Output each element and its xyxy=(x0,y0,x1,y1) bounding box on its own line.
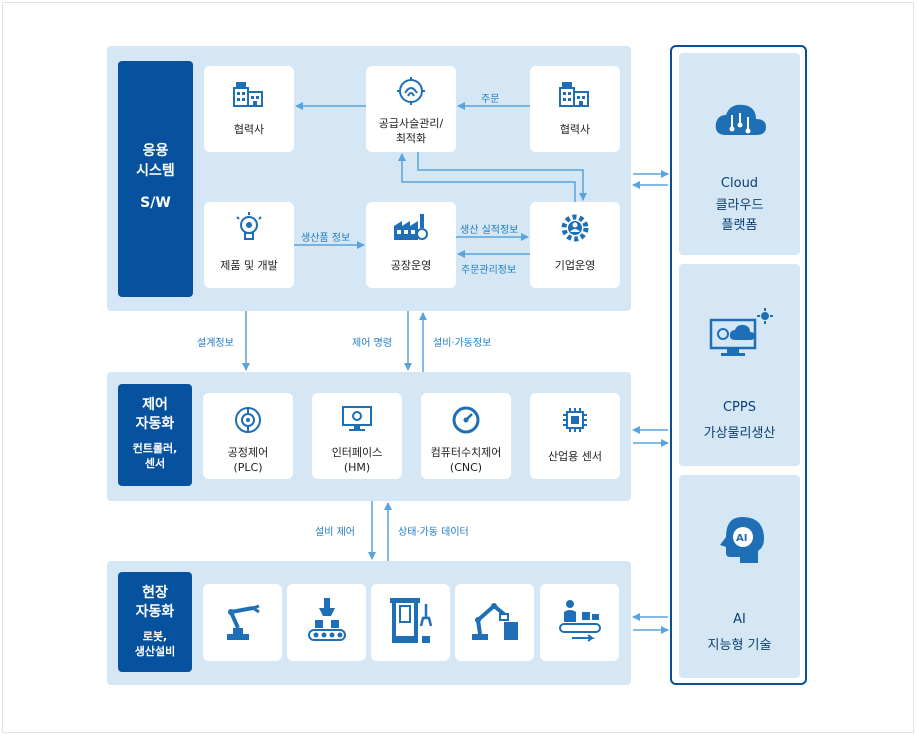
hmi-card: 인터페이스 (HM) xyxy=(312,393,402,479)
monitor-gear-icon xyxy=(342,406,372,431)
ai-head-icon: AI xyxy=(719,517,764,563)
app-layer-label: 응용 시스템 S/W xyxy=(118,61,193,297)
flow-control-cmd-label: 제어 명령 xyxy=(352,338,392,349)
chip-icon xyxy=(563,408,587,432)
cnc-label: 컴퓨터수치제어 (CNC) xyxy=(430,446,502,474)
gantry-machine-icon xyxy=(389,598,432,643)
app-layer-sub: S/W xyxy=(140,195,171,211)
enterprise-label: 기업운영 xyxy=(554,259,596,272)
ai-ko-label: 지능형 기술 xyxy=(707,638,772,653)
field-layer-title: 현장 자동화 xyxy=(135,585,175,620)
control-layer-title: 제어 자동화 xyxy=(135,397,175,432)
conveyor-card xyxy=(287,584,366,661)
circuit-brain-icon xyxy=(235,407,261,433)
cloud-panel: Cloud 클라우드 플랫폼 xyxy=(679,53,800,255)
sensor-label: 산업용 센서 xyxy=(547,450,603,463)
building-icon xyxy=(233,82,263,107)
flow-equip-control-label: 설비 제어 xyxy=(315,527,355,538)
cloud-circuit-icon xyxy=(715,104,766,135)
plc-card: 공정제어 (PLC) xyxy=(203,393,293,479)
scm-label: 공급사슬관리/ 최적화 xyxy=(378,117,444,145)
cloud-en-label: Cloud xyxy=(720,176,759,191)
cnc-card: 컴퓨터수치제어 (CNC) xyxy=(421,393,511,479)
lightbulb-gear-icon xyxy=(236,212,262,240)
hmi-label: 인터페이스 (HM) xyxy=(331,446,383,474)
app-layer-title: 응용 시스템 xyxy=(136,143,175,179)
right-technology-frame xyxy=(670,45,807,685)
gantry-card xyxy=(371,584,450,661)
arrow-enterprise-to-scm xyxy=(398,153,576,202)
assembly-robot-icon xyxy=(471,603,518,640)
control-layer-label: 제어 자동화 컨트롤러, 센서 xyxy=(118,384,192,486)
ai-en-label: AI xyxy=(733,612,746,627)
field-layer-sub: 로봇, 생산설비 xyxy=(134,630,176,658)
gear-person-icon xyxy=(561,214,589,242)
svg-text:AI: AI xyxy=(736,533,747,544)
enterprise-card: 기업운영 xyxy=(530,202,620,288)
flow-production-result-label: 생산 실적정보 xyxy=(460,225,519,236)
ai-panel: AI AI 지능형 기술 xyxy=(679,475,800,678)
field-layer-label: 현장 자동화 로봇, 생산설비 xyxy=(118,572,192,672)
scm-card: 공급사슬관리/ 최적화 xyxy=(366,66,456,152)
partner-right-card: 협력사 xyxy=(530,66,620,152)
plc-label: 공정제어 (PLC) xyxy=(227,446,269,474)
arrow-scm-to-enterprise xyxy=(417,152,587,201)
cpps-panel: CPPS 가상물리생산 xyxy=(679,264,800,466)
flow-equip-op-info-label: 설비·가동정보 xyxy=(433,338,492,349)
cpps-ko-label: 가상물리생산 xyxy=(703,426,776,441)
factory-icon xyxy=(394,214,428,240)
factory-label: 공장운영 xyxy=(390,259,432,272)
flow-order-mgmt-label: 주문관리정보 xyxy=(461,265,517,276)
gauge-icon xyxy=(452,406,480,434)
conveyor-press-icon xyxy=(307,598,346,641)
monitor-cloud-icon xyxy=(709,308,773,356)
control-layer-sub: 컨트롤러, 센서 xyxy=(132,442,178,470)
product-dev-label: 제품 및 개발 xyxy=(220,259,278,272)
building-icon xyxy=(559,82,589,107)
partner-right-label: 협력사 xyxy=(559,123,591,136)
product-dev-card: 제품 및 개발 xyxy=(204,202,294,288)
cloud-ko-label: 클라우드 플랫폼 xyxy=(715,198,764,233)
cpps-en-label: CPPS xyxy=(722,400,756,415)
flow-order-label: 주문 xyxy=(481,94,500,105)
factory-card: 공장운영 xyxy=(366,202,456,288)
partner-left-label: 협력사 xyxy=(233,123,265,136)
worker-conveyor-icon xyxy=(558,600,601,642)
robot-arm-icon xyxy=(226,604,260,640)
assembly-robot-card xyxy=(455,584,534,661)
partner-left-card: 협력사 xyxy=(204,66,294,152)
sensor-card: 산업용 센서 xyxy=(530,393,620,479)
fingerprint-chip-icon xyxy=(397,77,425,105)
flow-design-info-label: 설계정보 xyxy=(197,338,234,349)
flow-status-data-label: 상태·가동 데이터 xyxy=(398,527,469,538)
flow-product-info-label: 생산품 정보 xyxy=(301,233,351,244)
robot-arm-card xyxy=(203,584,282,661)
worker-conveyor-card xyxy=(540,584,619,661)
